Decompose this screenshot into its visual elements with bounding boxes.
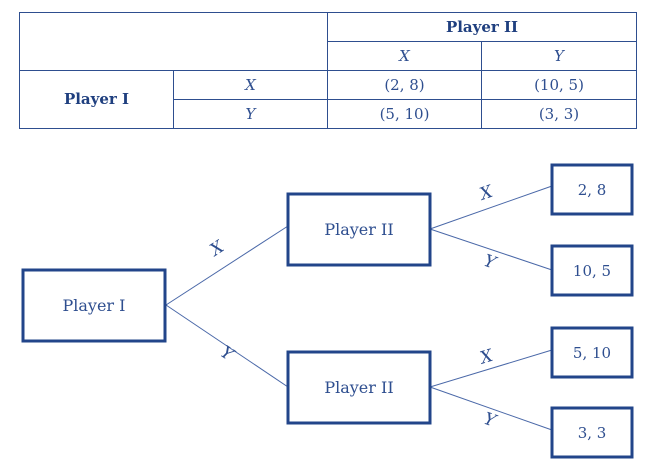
edge-upper-x	[429, 185, 553, 230]
edge-label-upper-x: X	[476, 182, 497, 206]
payoff-cell-yx: (5, 10)	[327, 99, 482, 129]
edge-label-upper-y: Y	[481, 251, 500, 274]
root-node: Player I	[21, 268, 167, 343]
player-two-node-upper-box	[286, 192, 432, 267]
leaf-node-2-label: 10, 5	[573, 262, 611, 280]
payoff-cell-xx: (2, 8)	[327, 70, 482, 100]
payoff-cell-xy: (10, 5)	[481, 70, 637, 100]
row-player-label: Player I	[19, 70, 174, 129]
leaf-node-4-box	[550, 406, 634, 459]
payoff-cell-yy: (3, 3)	[481, 99, 637, 129]
leaf-node-4: 3, 3	[550, 406, 634, 459]
edge-root-lower	[165, 304, 289, 388]
leaf-node-2-box	[550, 244, 634, 297]
edge-label-lower-y: Y	[481, 409, 500, 432]
player-two-node-upper-label: Player II	[324, 220, 393, 239]
row-strategy-y: Y	[173, 99, 328, 129]
leaf-node-4-label: 3, 3	[578, 424, 607, 442]
player-two-node-lower-box	[286, 350, 432, 425]
edge-root-upper	[165, 225, 289, 306]
corner-cell	[19, 12, 328, 71]
player-two-node-lower-label: Player II	[324, 378, 393, 397]
leaf-node-3-box	[550, 326, 634, 379]
edge-label-lower-x: X	[476, 346, 496, 370]
edge-label-root-x: X	[205, 237, 228, 262]
payoff-matrix: Player II X Y Player I X (2, 8) (10, 5) …	[19, 12, 637, 129]
player-two-node-lower: Player II	[286, 350, 432, 425]
column-strategy-y: Y	[481, 41, 637, 71]
root-node-box	[21, 268, 167, 343]
leaf-node-3: 5, 10	[550, 326, 634, 379]
leaf-node-1-box	[550, 163, 634, 216]
edge-upper-y	[429, 228, 553, 271]
leaf-node-1: 2, 8	[550, 163, 634, 216]
edge-label-root-y: Y	[217, 342, 239, 366]
player-two-node-upper: Player II	[286, 192, 432, 267]
leaf-node-2: 10, 5	[550, 244, 634, 297]
root-node-label: Player I	[63, 296, 126, 315]
edge-lower-x	[429, 349, 553, 388]
leaf-node-1-label: 2, 8	[578, 181, 607, 199]
edge-lower-y	[429, 386, 553, 431]
leaf-node-3-label: 5, 10	[573, 344, 611, 362]
